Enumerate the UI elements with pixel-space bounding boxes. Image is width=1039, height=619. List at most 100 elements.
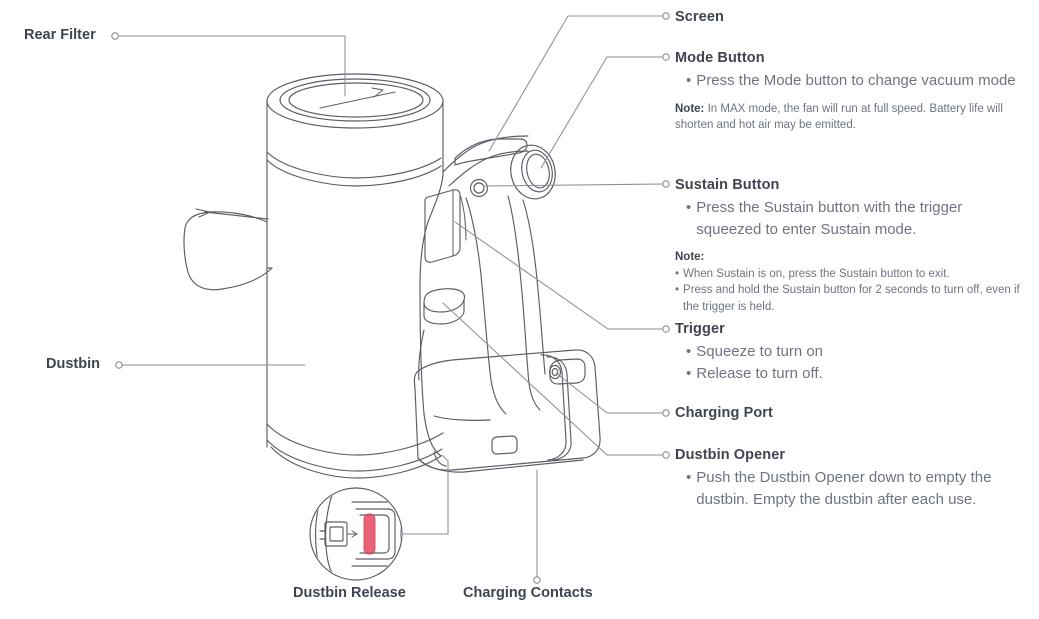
callout-sustain-button-title: Sustain Button [675, 177, 780, 193]
bullet-item: • Squeeze to turn on [686, 341, 1015, 362]
dot-rear-filter [111, 32, 119, 40]
note-text: In MAX mode, the fan will run at full sp… [675, 102, 1003, 132]
bullet-item: • Push the Dustbin Opener down to empty … [686, 467, 1030, 510]
trigger-lever [424, 189, 461, 263]
filter-band-lower [266, 159, 442, 187]
callout-screen-title: Screen [675, 9, 724, 25]
callout-sustain-button: Sustain Button • Press the Sustain butto… [675, 177, 1020, 316]
callout-mode-button: Mode Button • Press the Mode button to c… [675, 50, 1027, 134]
trigger-lever-edge [459, 194, 467, 241]
release-arrow-head [351, 530, 358, 538]
leader-rear-filter [117, 35, 346, 97]
dot-screen [662, 12, 670, 20]
leader-screen [488, 15, 664, 152]
sustain-button-inner [473, 182, 485, 194]
filter-cap-ring [279, 78, 431, 122]
release-nub [433, 451, 447, 467]
inlet-nozzle-arrow [195, 208, 211, 218]
inlet-nozzle-body [183, 211, 273, 291]
inset-frame-3 [359, 514, 390, 554]
note-bullet-text: Press and hold the Sustain button for 2 … [683, 284, 1020, 313]
handle-back-edge-2 [522, 199, 546, 375]
callout-dustbin-opener: Dustbin Opener • Push the Dustbin Opener… [675, 447, 1030, 510]
dot-trigger [662, 325, 670, 333]
body-lower-seam [433, 415, 491, 421]
cap-marking-line [319, 91, 396, 109]
callout-mode-button-note: Note: In MAX mode, the fan will run at f… [675, 101, 1027, 134]
charging-contacts-pad [491, 435, 518, 455]
bullet-dot: • [686, 72, 692, 90]
callout-sustain-button-note: Note: • When Sustain is on, press the Su… [675, 249, 1020, 316]
dot-dustbin-opener [662, 451, 670, 459]
bullet-text: Push the Dustbin Opener down to empty th… [696, 469, 992, 508]
mode-button-inner [521, 149, 553, 193]
leader-sustain-button [482, 183, 664, 187]
dot-mode-button [662, 53, 670, 61]
label-dustbin: Dustbin [46, 356, 100, 372]
dot-charging-port [662, 409, 670, 417]
bullet-dot: • [686, 199, 692, 217]
callout-trigger-title: Trigger [675, 321, 725, 337]
callout-trigger: Trigger • Squeeze to turn on • Release t… [675, 321, 1015, 384]
bullet-dot: • [686, 343, 692, 361]
body-lower-left [418, 329, 425, 381]
bullet-dot: • [675, 284, 680, 297]
filter-band-upper [266, 151, 442, 179]
bullet-item: • Release to turn off. [686, 363, 1015, 384]
inlet-nozzle-top-edge [204, 211, 269, 220]
note-label: Note: [675, 102, 705, 115]
bullet-dot: • [686, 364, 692, 382]
battery-face-edge-2 [546, 356, 572, 461]
bullet-item: • Press the Mode button to change vacuum… [686, 70, 1027, 91]
label-charging-contacts: Charging Contacts [463, 585, 593, 601]
charging-port-hole-inner [551, 367, 559, 377]
bullet-dot: • [675, 267, 680, 280]
callout-mode-button-title: Mode Button [675, 50, 765, 66]
note-bullet-item: • Press and hold the Sustain button for … [675, 282, 1020, 315]
dustbin-opener-tab [423, 288, 466, 313]
dustbin-right-contour [419, 174, 444, 457]
note-label: Note: [675, 250, 705, 263]
callout-mode-button-body: • Press the Mode button to change vacuum… [675, 70, 1027, 91]
callout-trigger-body: • Squeeze to turn on • Release to turn o… [675, 341, 1015, 384]
mode-button-outer [510, 144, 556, 200]
leader-mode-button [540, 56, 664, 169]
callout-dustbin-opener-body: • Push the Dustbin Opener down to empty … [675, 467, 1030, 510]
screen-panel [454, 138, 528, 166]
bullet-item: • Press the Sustain button with the trig… [686, 197, 1020, 240]
handle-front-edge [465, 197, 507, 415]
body-shoulder-top [442, 135, 529, 173]
leader-trigger [454, 221, 664, 330]
dustbin-base-ring-1 [270, 446, 442, 479]
callout-screen: Screen [675, 9, 1033, 26]
charging-port-hole [548, 364, 562, 380]
label-rear-filter: Rear Filter [24, 27, 96, 43]
dustbin-base-ring-3 [266, 423, 444, 456]
callout-dustbin-opener-title: Dustbin Opener [675, 447, 786, 463]
callout-charging-port: Charging Port [675, 405, 1015, 422]
note-label-row: Note: [675, 249, 1020, 266]
battery-bottom-edge [417, 457, 584, 473]
sustain-button-outer [469, 178, 489, 198]
note-bullet-text: When Sustain is on, press the Sustain bu… [683, 267, 950, 280]
dot-sustain-button [662, 180, 670, 188]
bullet-text: Squeeze to turn on [696, 343, 824, 361]
bullet-dot: • [686, 469, 692, 487]
dot-dustbin [115, 361, 123, 369]
mode-button-face [526, 153, 550, 189]
leader-dustbin-release [401, 454, 449, 535]
dot-charging-contacts [533, 576, 541, 584]
filter-cap-inner [288, 82, 424, 118]
note-bullet-item: • When Sustain is on, press the Sustain … [675, 266, 1020, 283]
callout-sustain-button-body: • Press the Sustain button with the trig… [675, 197, 1020, 240]
inset-frame-2 [355, 508, 396, 560]
bullet-text: Press the Sustain button with the trigge… [696, 199, 963, 238]
release-latch-inner [329, 526, 344, 542]
handle-back-edge [507, 195, 541, 411]
leader-dustbin-opener [442, 302, 664, 456]
release-slider-highlight [363, 513, 376, 555]
cap-marking-arrow [371, 87, 384, 98]
dustbin-base-ring-2 [266, 439, 443, 472]
callout-charging-port-title: Charging Port [675, 405, 773, 421]
